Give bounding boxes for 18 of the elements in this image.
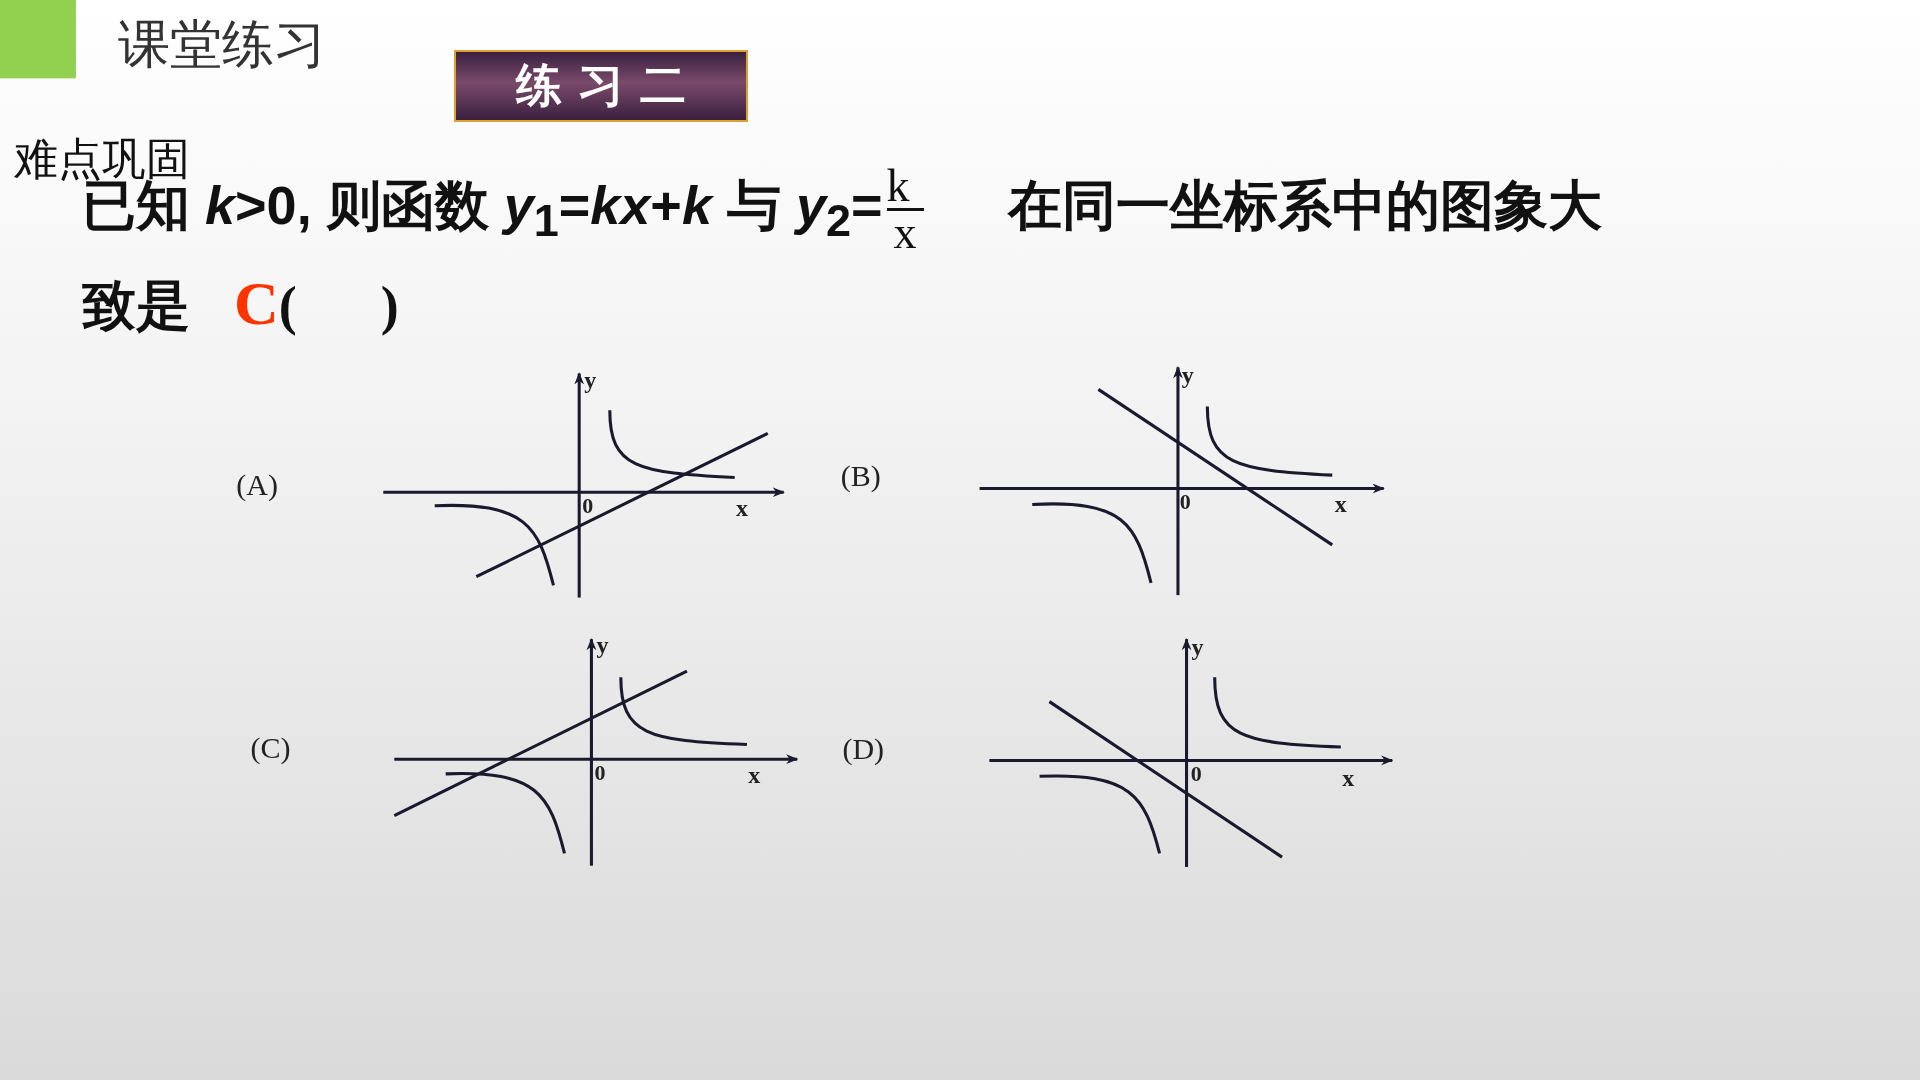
- axis-label: y: [595, 633, 610, 658]
- origin-label: 0: [1189, 762, 1203, 785]
- axis-label: x: [1333, 492, 1348, 517]
- origin-label: 0: [1178, 491, 1192, 514]
- option-label: (A): [235, 469, 279, 500]
- axis-label: x: [1341, 765, 1356, 790]
- slide-title: 课堂练习: [118, 13, 326, 76]
- axis-label: y: [1190, 634, 1205, 659]
- origin-label: 0: [581, 494, 595, 517]
- axis-label: x: [735, 496, 750, 521]
- axis-label: y: [583, 367, 598, 392]
- banner-box: 练 习 二: [454, 50, 748, 122]
- origin-label: 0: [593, 761, 607, 784]
- option-label: (D): [841, 734, 886, 765]
- axis-label: y: [1180, 362, 1195, 387]
- option-label: (B): [839, 461, 882, 492]
- option-label: (C): [249, 733, 292, 764]
- axis-label: x: [747, 763, 762, 788]
